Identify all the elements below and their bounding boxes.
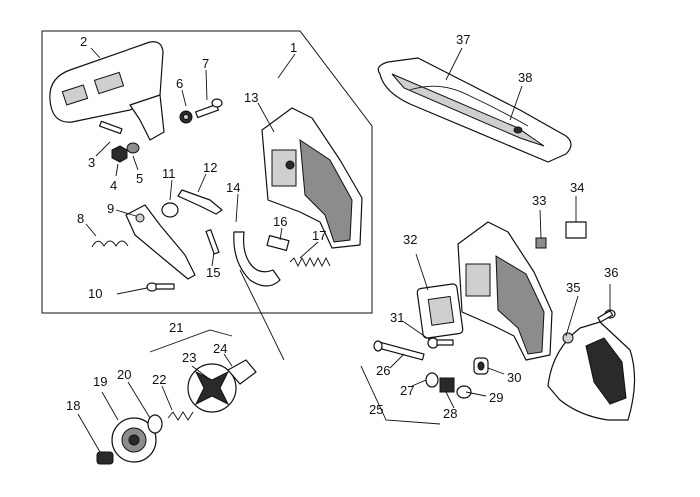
callout-36: 36 (604, 265, 618, 280)
part-clutch-shoe (227, 359, 257, 385)
callout-29: 29 (489, 390, 503, 405)
part-adjuster (439, 377, 455, 393)
callout-32: 32 (403, 232, 417, 247)
part-saw-chain (409, 85, 529, 127)
callout-28: 28 (443, 406, 457, 421)
part-pin-15 (205, 229, 220, 255)
part-plate-16 (266, 234, 290, 252)
part-pin (99, 120, 123, 135)
callout-26: 26 (376, 363, 390, 378)
part-link (177, 189, 223, 215)
callout-14: 14 (226, 180, 240, 195)
part-spring-17 (289, 256, 331, 268)
part-clutch-drum (111, 417, 157, 463)
part-clutch-spring (167, 411, 194, 421)
callout-12: 12 (203, 160, 217, 175)
callout-15: 15 (206, 265, 220, 280)
part-washer-20 (147, 414, 163, 434)
part-bar-cover (49, 41, 165, 141)
callout-5: 5 (136, 171, 143, 186)
callout-11: 11 (162, 166, 176, 181)
callout-35: 35 (566, 280, 580, 295)
callout-17: 17 (312, 228, 326, 243)
callout-8: 8 (77, 211, 84, 226)
callout-9: 9 (107, 201, 114, 216)
callout-37: 37 (456, 32, 470, 47)
part-bolt-7 (195, 98, 223, 119)
callout-34: 34 (570, 180, 584, 195)
part-brake-band (233, 231, 281, 287)
callout-20: 20 (117, 367, 131, 382)
part-clutch (187, 363, 237, 413)
assembly-frame (41, 30, 373, 314)
part-lever (125, 204, 196, 280)
part-collar (161, 202, 179, 218)
callout-2: 2 (80, 34, 87, 49)
part-nut-33 (535, 237, 547, 249)
callout-19: 19 (93, 374, 107, 389)
callout-27: 27 (400, 383, 414, 398)
callout-6: 6 (176, 76, 183, 91)
callout-23: 23 (182, 350, 196, 365)
part-nut (111, 145, 128, 163)
part-crankcase (457, 221, 553, 361)
callout-30: 30 (507, 370, 521, 385)
part-washer-29 (456, 385, 472, 399)
part-label (565, 221, 587, 239)
part-tension-nut (425, 372, 439, 388)
callout-7: 7 (202, 56, 209, 71)
callout-labels: 1 2 3 4 5 6 7 8 9 10 11 12 13 14 15 16 1… (66, 32, 618, 421)
callout-24: 24 (213, 341, 227, 356)
part-brake-housing (261, 107, 363, 249)
leader-lines (77, 47, 611, 453)
callout-18: 18 (66, 398, 80, 413)
part-bushing-30 (473, 357, 489, 375)
callout-31: 31 (390, 310, 404, 325)
callout-21: 21 (169, 320, 183, 335)
part-side-cover (547, 321, 636, 421)
part-screw-31 (427, 337, 454, 349)
part-screw-36 (597, 309, 616, 323)
callout-33: 33 (532, 193, 546, 208)
callout-4: 4 (110, 178, 117, 193)
callout-13: 13 (244, 90, 258, 105)
part-screw-10 (146, 282, 175, 292)
part-washer (126, 142, 140, 154)
callout-38: 38 (518, 70, 532, 85)
part-guide-bar (377, 57, 572, 163)
callout-22: 22 (152, 372, 166, 387)
part-spring-8 (91, 240, 129, 248)
callout-3: 3 (88, 155, 95, 170)
part-bearing (96, 451, 114, 465)
part-tension-screw (373, 340, 425, 361)
part-sprocket-cover (416, 283, 464, 339)
callout-10: 10 (88, 286, 102, 301)
callout-16: 16 (273, 214, 287, 229)
callout-1: 1 (290, 40, 297, 55)
callout-25: 25 (369, 402, 383, 417)
